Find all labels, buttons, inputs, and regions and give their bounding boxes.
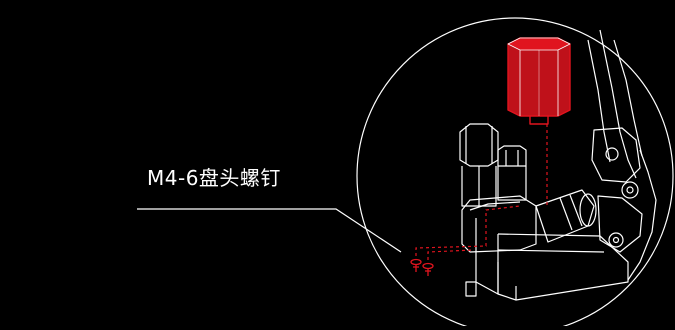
cylindrical-knob-highlight [507,37,571,125]
pan-head-screw-icon [410,258,434,276]
alignment-dashed-lines [415,124,548,260]
magnifier-circle [356,17,674,330]
callout-leader-line [137,208,402,253]
screw-callout-label: M4-6盘头螺钉 [147,166,281,190]
